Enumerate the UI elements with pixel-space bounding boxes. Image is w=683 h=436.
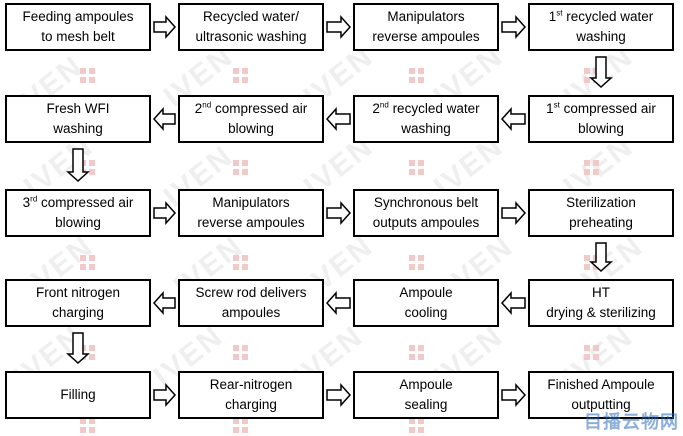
step-label-line: Fresh WFI [46, 100, 110, 116]
step-label-line: blowing [228, 121, 274, 136]
step-recycled-wash-1: 1st recycled water washing [528, 3, 674, 51]
step-label-line: ampoules [221, 305, 281, 320]
step-label-line: washing [576, 29, 626, 44]
watermark-logo-icon [233, 68, 248, 83]
arrow-down [589, 242, 613, 273]
arrow-left [152, 291, 176, 315]
step-manip-reverse-2: Manipulators reverse ampoules [178, 189, 324, 237]
step-label-line: 2nd compressed air [194, 100, 308, 116]
step-label-line: Ampoule [399, 376, 453, 392]
watermark-logo-icon [584, 345, 599, 360]
step-label-line: outputting [571, 397, 631, 412]
step-label-line: outputs ampoules [372, 215, 480, 230]
arrow-down [589, 56, 613, 89]
step-compressed-blow-3: 3rd compressed air blowing [5, 189, 151, 237]
step-sync-belt: Synchronous belt outputs ampoules [353, 189, 499, 237]
step-manip-reverse-1: Manipulators reverse ampoules [353, 3, 499, 51]
step-label-line: Front nitrogen [35, 284, 121, 300]
step-compressed-blow-2: 2nd compressed air blowing [178, 95, 324, 143]
step-label-line: 1st compressed air [546, 100, 656, 116]
watermark-logo-icon [233, 160, 248, 175]
watermark-logo-icon [80, 255, 95, 270]
step-label-line: Rear-nitrogen [209, 376, 293, 392]
arrow-right [153, 383, 177, 407]
step-label-line: sealing [404, 397, 448, 412]
watermark-logo-icon [80, 68, 95, 83]
arrow-left [152, 107, 176, 131]
step-front-nitrogen: Front nitrogen charging [5, 279, 151, 327]
arrow-left [500, 107, 526, 131]
arrow-right [501, 15, 527, 39]
arrow-left [500, 291, 526, 315]
step-label-line: Sterilization [566, 194, 636, 210]
arrow-right [501, 383, 527, 407]
step-label-line: HT [591, 284, 610, 300]
step-label-line: charging [52, 305, 104, 320]
step-label-line: 3rd compressed air [22, 194, 134, 210]
arrow-right [326, 383, 352, 407]
step-label-line: Finished Ampoule [547, 376, 655, 392]
step-label-line: washing [53, 121, 103, 136]
step-label-line: blowing [578, 121, 624, 136]
step-rear-nitrogen: Rear-nitrogen charging [178, 371, 324, 419]
step-label-line: drying & sterilizing [546, 305, 656, 320]
step-label-line: Manipulators [387, 8, 465, 24]
watermark-logo-icon [233, 418, 248, 433]
arrow-left [325, 291, 351, 315]
arrow-right [326, 201, 352, 225]
arrow-right [153, 201, 177, 225]
arrow-down [66, 148, 90, 183]
watermark-logo-icon [409, 68, 424, 83]
step-label-line: Ampoule [399, 284, 453, 300]
arrow-right [326, 15, 352, 39]
step-label-line: blowing [55, 215, 101, 230]
step-label-line: Recycled water/ [202, 8, 300, 24]
step-ampoule-sealing: Ampoule sealing [353, 371, 499, 419]
step-filling: Filling [5, 371, 151, 419]
step-screw-rod: Screw rod delivers ampoules [178, 279, 324, 327]
arrow-right [153, 15, 177, 39]
step-label-line: reverse ampoules [372, 29, 480, 44]
step-recycled-wash-2: 2nd recycled water washing [353, 95, 499, 143]
step-feeding: Feeding ampoules to mesh belt [5, 3, 151, 51]
step-label-line: cooling [404, 305, 448, 320]
step-label-line: Filling [60, 386, 96, 402]
step-fresh-wfi: Fresh WFI washing [5, 95, 151, 143]
step-label-line: ultrasonic washing [195, 29, 307, 44]
arrow-down [66, 332, 90, 365]
corner-watermark: 目播云物网 [584, 412, 679, 432]
step-finished-output: Finished Ampoule outputting [528, 371, 674, 419]
step-label-line: washing [401, 121, 451, 136]
arrow-left [325, 107, 351, 131]
watermark-logo-icon [233, 345, 248, 360]
watermark-logo-icon [584, 160, 599, 175]
watermark-logo-icon [409, 255, 424, 270]
watermark-logo-icon [80, 418, 95, 433]
step-label-line: Feeding ampoules [22, 8, 134, 24]
step-label-line: preheating [569, 215, 633, 230]
step-ht-drying: HT drying & sterilizing [528, 279, 674, 327]
step-recycled-ultrasonic: Recycled water/ultrasonic washing [178, 3, 324, 51]
step-ampoule-cooling: Ampoule cooling [353, 279, 499, 327]
watermark-logo-icon [409, 418, 424, 433]
step-label-line: 1st recycled water [548, 8, 654, 24]
step-label-line: Synchronous belt [373, 194, 479, 210]
watermark-logo-icon [409, 345, 424, 360]
step-label-line: charging [225, 397, 277, 412]
step-label-line: Manipulators [212, 194, 290, 210]
step-label-line: 2nd recycled water [372, 100, 480, 116]
step-steril-preheat: Sterilization preheating [528, 189, 674, 237]
step-label-line: reverse ampoules [197, 215, 305, 230]
watermark-logo-icon [409, 160, 424, 175]
step-label-line: Screw rod delivers [195, 284, 307, 300]
arrow-right [501, 201, 527, 225]
watermark-logo-icon [233, 255, 248, 270]
step-label-line: to mesh belt [41, 29, 115, 44]
step-compressed-blow-1: 1st compressed air blowing [528, 95, 674, 143]
